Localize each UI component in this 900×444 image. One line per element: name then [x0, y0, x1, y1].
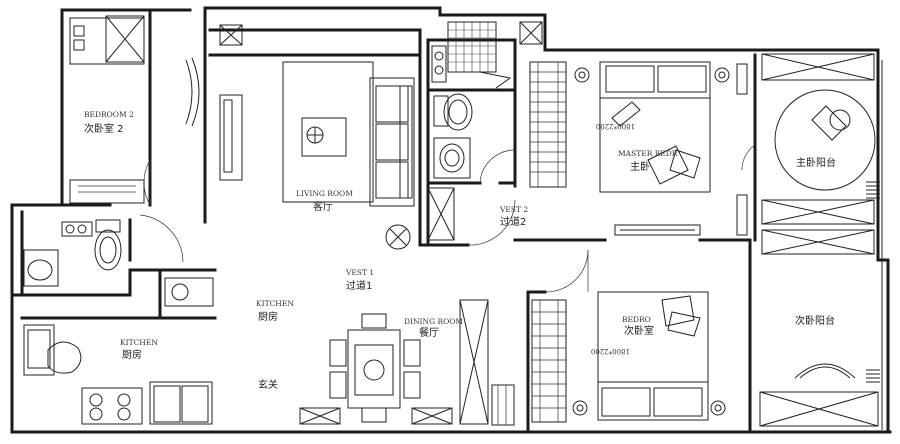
bedroom2-label-en: BEDROOM 2 [84, 110, 134, 119]
master-bedroom-label-en: MASTER BEDR [618, 149, 678, 158]
room-labels: BEDROOM 2 次卧室 2 LIVING ROOM 客厅 1800*2200… [84, 110, 836, 391]
bedroom2-label-zh: 次卧室 2 [84, 122, 124, 135]
second-bedroom-label-zh: 次卧室 [624, 324, 654, 337]
vest1-label-zh: 过道1 [346, 279, 372, 292]
master-balcony-furniture [761, 53, 883, 430]
vest1-label-en: VEST 1 [345, 268, 374, 277]
bedroom2-furniture [69, 15, 200, 204]
kitchen-bath-fixtures [23, 219, 214, 425]
kitchen-upper-label-zh: 厨房 [258, 310, 278, 323]
entrance-label-zh: 玄关 [258, 378, 278, 391]
living-room-furniture [219, 24, 415, 250]
second-bedroom-dim: 1800*2200 [591, 347, 630, 355]
living-room-label-en: LIVING ROOM [296, 189, 353, 198]
vest2-label-zh: 过道2 [500, 215, 526, 228]
kitchen-lower-label-en: KITCHEN [120, 338, 158, 347]
kitchen-upper-label-en: KITCHEN [256, 299, 294, 308]
living-room-label-zh: 客厅 [313, 200, 333, 213]
master-bath-fixtures [427, 21, 543, 241]
master-bedroom-furniture [529, 61, 748, 236]
second-balcony-label-zh: 次卧阳台 [795, 314, 835, 327]
vest2-label-en: VEST 2 [499, 205, 528, 214]
walls [10, 6, 892, 434]
master-bedroom-dim: 1800*2200 [596, 122, 635, 130]
dining-furniture [299, 299, 515, 426]
master-bedroom-label-zh: 主卧 [630, 160, 650, 173]
dining-room-label-zh: 餐厅 [419, 326, 439, 339]
master-balcony-label-zh: 主卧阳台 [796, 156, 836, 169]
kitchen-lower-label-zh: 厨房 [122, 348, 142, 361]
dining-room-label-en: DINING ROOM [404, 317, 463, 326]
second-bedroom-label-en: BEDRO [622, 315, 651, 324]
second-balcony-furniture [759, 363, 880, 427]
second-bedroom-furniture [531, 291, 726, 423]
